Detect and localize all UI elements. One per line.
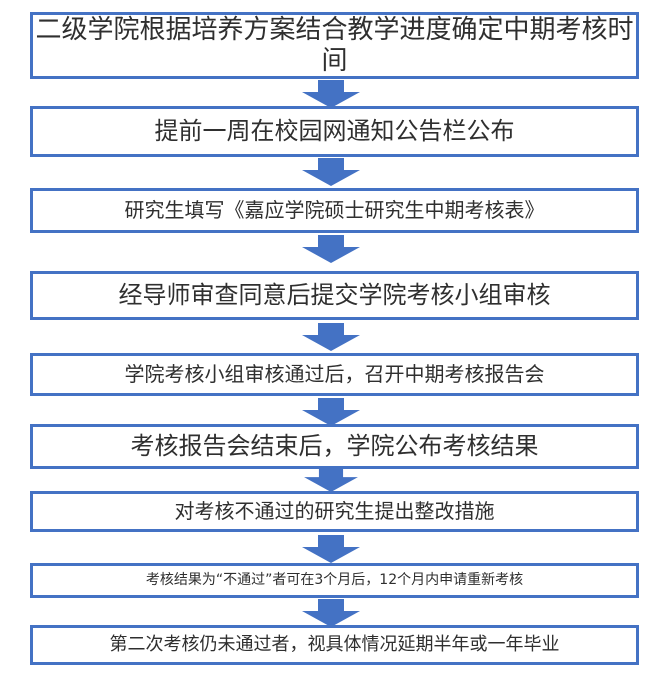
- step-3-text: 研究生填写《嘉应学院硕士研究生中期考核表》: [124, 197, 545, 222]
- step-2-box: 提前一周在校园网通知公告栏公布: [30, 106, 639, 157]
- step-6-text: 考核报告会结束后，学院公布考核结果: [130, 432, 539, 461]
- step-6-box: 考核报告会结束后，学院公布考核结果: [30, 424, 639, 469]
- step-1-text: 二级学院根据培养方案结合教学进度确定中期考核时间: [35, 14, 634, 76]
- step-4-box: 经导师审查同意后提交学院考核小组审核: [30, 271, 639, 320]
- step-7-box: 对考核不通过的研究生提出整改措施: [30, 491, 639, 532]
- step-3-box: 研究生填写《嘉应学院硕士研究生中期考核表》: [30, 188, 639, 233]
- arrow-down-icon: [302, 323, 360, 351]
- arrow-down-icon: [302, 235, 360, 263]
- step-5-box: 学院考核小组审核通过后，召开中期考核报告会: [30, 353, 639, 396]
- step-9-text: 第二次考核仍未通过者，视具体情况延期半年或一年毕业: [109, 634, 560, 656]
- step-5-text: 学院考核小组审核通过后，召开中期考核报告会: [124, 361, 545, 386]
- step-8-text: 考核结果为“不通过”者可在3个月后，12个月内申请重新考核: [145, 572, 524, 589]
- arrow-down-icon: [302, 158, 360, 186]
- step-2-text: 提前一周在校园网通知公告栏公布: [154, 117, 515, 146]
- arrow-down-icon: [302, 398, 360, 426]
- arrow-down-icon: [304, 466, 358, 492]
- step-9-box: 第二次考核仍未通过者，视具体情况延期半年或一年毕业: [30, 625, 639, 665]
- arrow-down-icon: [302, 535, 360, 563]
- step-8-box: 考核结果为“不通过”者可在3个月后，12个月内申请重新考核: [30, 563, 639, 598]
- arrow-down-icon: [302, 80, 360, 108]
- step-1-box: 二级学院根据培养方案结合教学进度确定中期考核时间: [30, 12, 639, 79]
- step-4-text: 经导师审查同意后提交学院考核小组审核: [118, 281, 551, 310]
- step-7-text: 对考核不通过的研究生提出整改措施: [174, 498, 495, 523]
- arrow-down-icon: [302, 599, 360, 627]
